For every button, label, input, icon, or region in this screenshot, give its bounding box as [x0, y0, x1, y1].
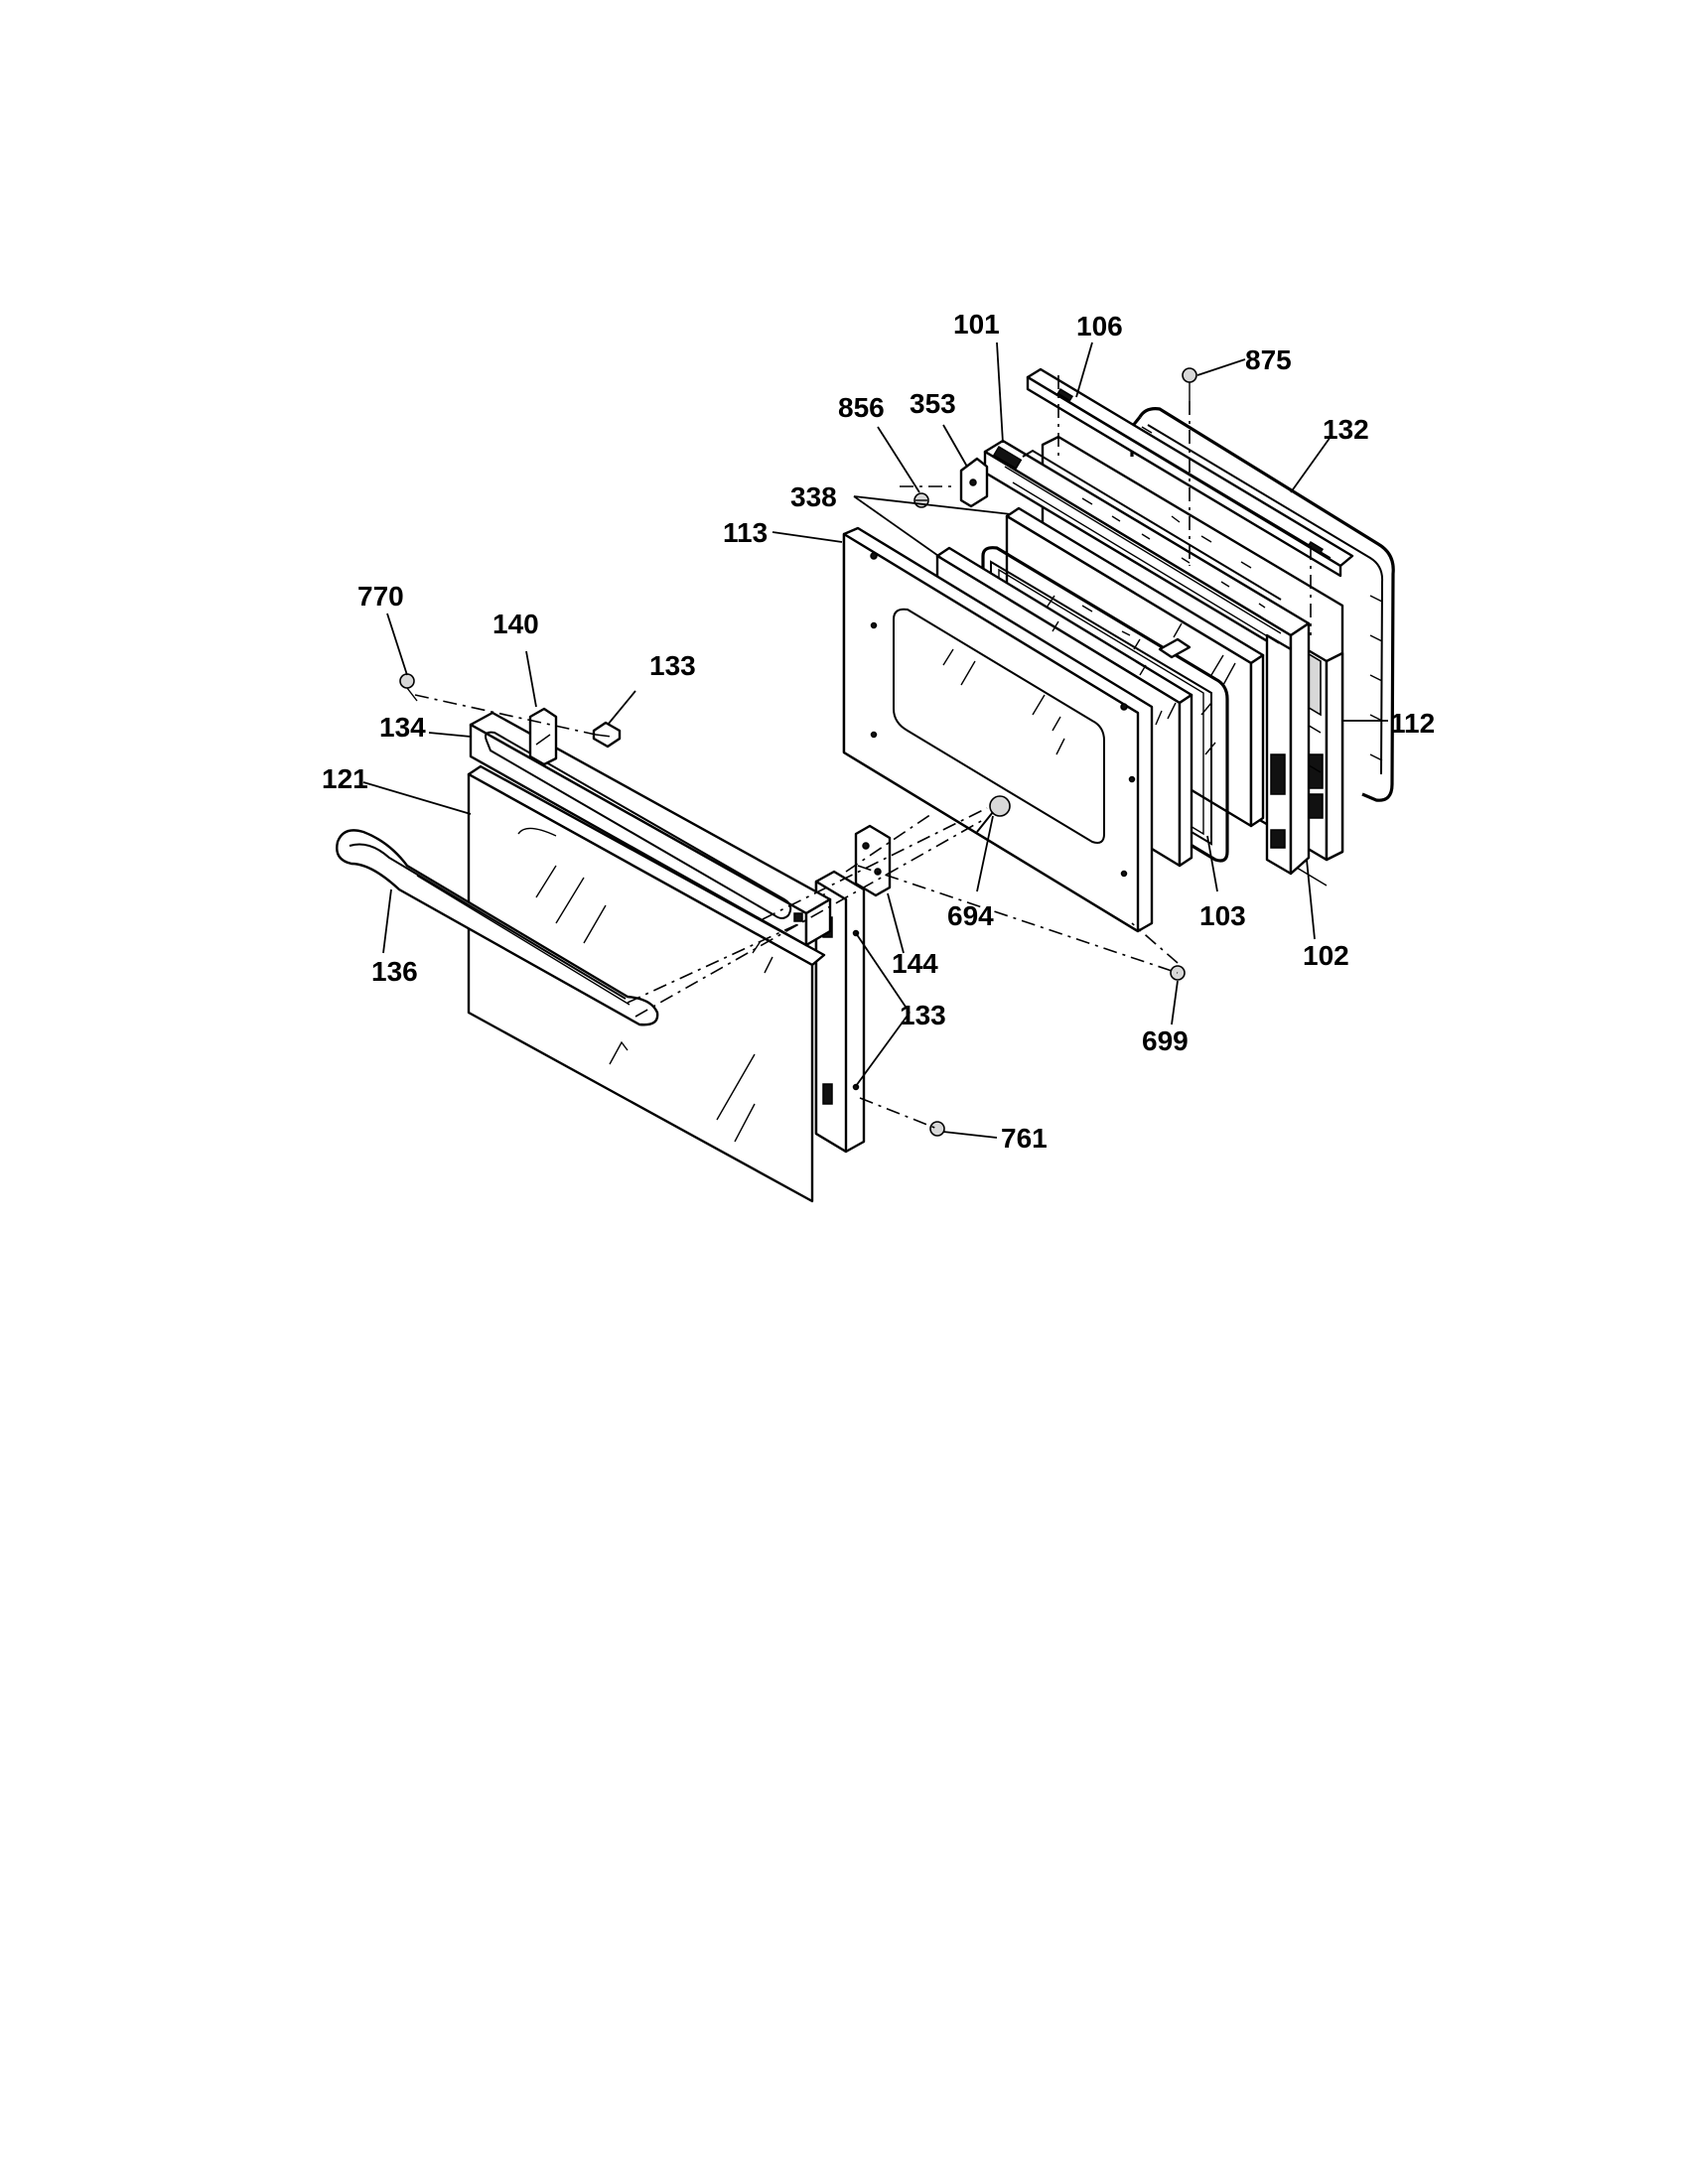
callout-133-top: 133 [649, 650, 696, 681]
callout-102: 102 [1303, 940, 1349, 971]
callout-338: 338 [790, 481, 837, 512]
callout-694: 694 [947, 900, 994, 931]
part-875-screw [1182, 367, 1197, 566]
callout-112: 112 [1390, 708, 1435, 739]
part-132-door-gasket [1130, 407, 1395, 802]
part-121-outer-door-panel [467, 764, 826, 1203]
part-133-clip-top [592, 721, 622, 749]
part-113-inner-panel [842, 526, 1154, 933]
callout-103: 103 [1199, 900, 1246, 931]
part-140-clip [528, 707, 558, 766]
callout-770: 770 [357, 581, 404, 612]
callout-136: 136 [371, 956, 418, 987]
part-136-door-handle [336, 829, 659, 1026]
callout-353: 353 [910, 388, 956, 419]
assembly-lines [414, 375, 1312, 1130]
part-101-door-frame [983, 439, 1311, 876]
callout-144: 144 [892, 948, 938, 979]
callout-875: 875 [1245, 344, 1292, 375]
callout-101: 101 [953, 309, 1000, 340]
callout-133-side: 133 [900, 1000, 946, 1030]
part-770-screw [399, 673, 418, 702]
callout-106: 106 [1076, 311, 1123, 341]
callout-761: 761 [1001, 1123, 1048, 1154]
part-side-channel [814, 870, 866, 1154]
callout-labels: 101 106 875 856 353 132 338 113 770 140 … [322, 309, 1435, 1154]
callout-113: 113 [723, 517, 768, 548]
part-353-bracket [959, 457, 989, 508]
callout-699: 699 [1142, 1025, 1189, 1056]
part-761-screw [929, 1121, 945, 1137]
part-694-bolt [976, 795, 1011, 833]
part-144-hinge-bracket [854, 824, 892, 897]
leader-lines [362, 341, 1388, 1139]
callout-121: 121 [322, 763, 368, 794]
part-134-top-trim [469, 711, 832, 947]
callout-134: 134 [379, 712, 426, 743]
callout-140: 140 [492, 609, 539, 639]
callout-856: 856 [838, 392, 885, 423]
callout-132: 132 [1323, 414, 1369, 445]
